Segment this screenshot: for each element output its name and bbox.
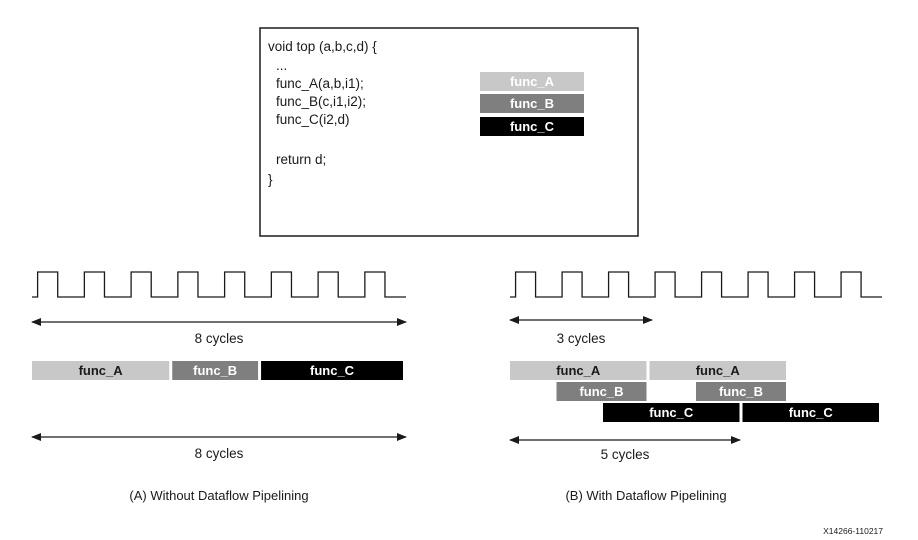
panel-b-bar-label-0: func_A bbox=[556, 363, 601, 378]
panel-b-bar-label-5: func_C bbox=[789, 405, 834, 420]
code-line-1: void top (a,b,c,d) { bbox=[268, 39, 377, 54]
panel-b-bar-label-1: func_A bbox=[696, 363, 741, 378]
span-label-b-top: 3 cycles bbox=[557, 331, 606, 346]
figure-id: X14266-110217 bbox=[823, 526, 883, 536]
panel-a: 8 cycles func_A func_B func_C 8 cycles (A)… bbox=[31, 271, 407, 503]
legend-label-func-a: func_A bbox=[510, 74, 555, 89]
code-legend: func_A func_B func_C bbox=[480, 72, 584, 136]
panel-a-bar-label-1: func_B bbox=[193, 363, 237, 378]
panel-b-bar-func-a-0 bbox=[510, 361, 647, 380]
panel-b-bar-func-b-3 bbox=[696, 382, 786, 401]
panel-b-bar-func-c-5 bbox=[742, 403, 879, 422]
code-line-2: ... bbox=[276, 58, 287, 73]
caption-a: (A) Without Dataflow Pipelining bbox=[129, 488, 308, 503]
clock-waveform-a bbox=[32, 271, 406, 298]
legend-swatch-func-c bbox=[480, 117, 584, 136]
code-line-3: func_A(a,b,i1); bbox=[276, 76, 364, 91]
span-label-a-bottom: 8 cycles bbox=[195, 446, 244, 461]
legend-swatch-func-a bbox=[480, 72, 584, 91]
panel-a-bar-label-2: func_C bbox=[310, 363, 355, 378]
code-line-8: } bbox=[268, 172, 273, 187]
code-box: void top (a,b,c,d) { ... func_A(a,b,i1);… bbox=[259, 27, 639, 237]
span-label-b-bottom: 5 cycles bbox=[601, 447, 650, 462]
legend-label-func-b: func_B bbox=[510, 96, 554, 111]
clock-waveform-b bbox=[510, 271, 882, 298]
panel-b-bar-label-3: func_B bbox=[719, 384, 763, 399]
panel-a-bar-label-0: func_A bbox=[79, 363, 124, 378]
panel-b-bar-func-c-4 bbox=[603, 403, 740, 422]
bars-b: func_A func_A func_B func_B func_C func_C bbox=[510, 361, 879, 422]
panel-a-bar-func-a-0 bbox=[32, 361, 170, 380]
panel-a-bar-func-c-2 bbox=[261, 361, 403, 380]
panel-b-bar-label-2: func_B bbox=[579, 384, 623, 399]
legend-label-func-c: func_C bbox=[510, 119, 555, 134]
panel-b-bar-func-b-2 bbox=[556, 382, 647, 401]
panel-a-bar-func-b-1 bbox=[172, 361, 259, 380]
span-label-a-top: 8 cycles bbox=[195, 331, 244, 346]
panel-b-bar-func-a-1 bbox=[649, 361, 786, 380]
caption-b: (B) With Dataflow Pipelining bbox=[565, 488, 726, 503]
panel-b-bar-label-4: func_C bbox=[649, 405, 694, 420]
code-line-7: return d; bbox=[276, 152, 326, 167]
code-line-5: func_C(i2,d) bbox=[276, 112, 350, 127]
bars-a: func_A func_B func_C bbox=[32, 361, 403, 380]
code-line-4: func_B(c,i1,i2); bbox=[276, 94, 366, 109]
legend-swatch-func-b bbox=[480, 94, 584, 113]
